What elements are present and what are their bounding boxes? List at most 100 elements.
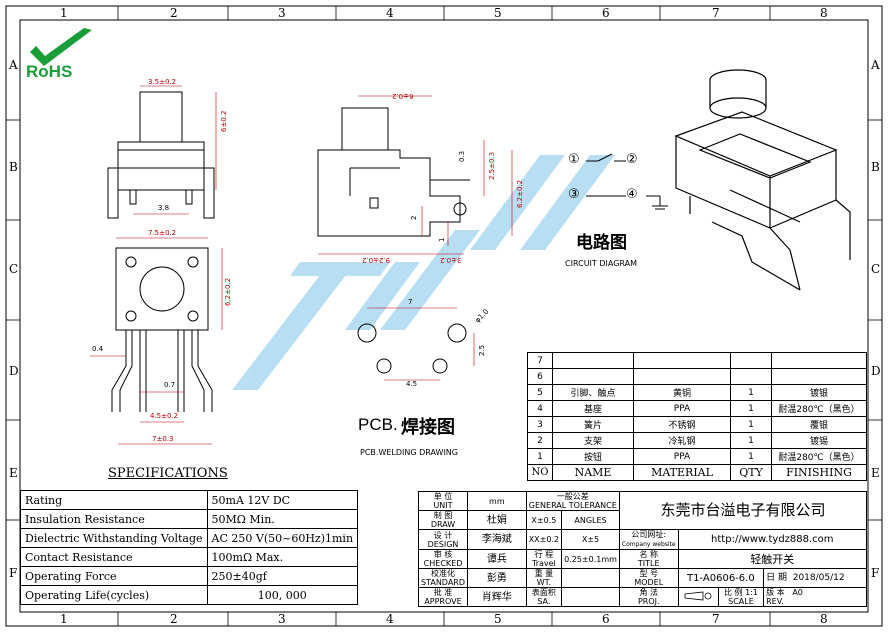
grid-row-c-right: C <box>871 262 881 276</box>
grid-col-1: 1 <box>60 6 68 20</box>
grid-ticks <box>6 6 882 626</box>
dim-lead-offset: 0.4 <box>92 345 104 353</box>
part-finishing: 耐温280℃（黑色） <box>771 448 867 465</box>
grid-col-1-bottom: 1 <box>60 612 68 626</box>
grid-row-a-right: A <box>871 58 880 72</box>
dim-side-h2: 6.2±0.2 <box>516 179 524 208</box>
part-finishing: 镀银 <box>771 384 867 401</box>
tb-company: 东莞市台溢电子有限公司 <box>618 491 868 530</box>
tb-design-value: 李海斌 <box>467 529 527 550</box>
grid-col-2-bottom: 2 <box>170 612 178 626</box>
dim-side-h1: 2.5±0.3 <box>488 151 496 180</box>
spec-row: Operating Life(cycles)100, 000 <box>20 585 359 605</box>
grid-row-c: C <box>9 262 19 276</box>
grid-row-d: D <box>9 364 19 378</box>
pcb-layout <box>357 323 467 374</box>
tb-approve-value: 肖辉华 <box>467 587 527 607</box>
grid-col-5-bottom: 5 <box>494 612 502 626</box>
tb-date: 日 期 2018/05/12 <box>763 568 867 588</box>
header-no: NO <box>527 464 553 481</box>
dim-side-len2: 3±0.2 <box>440 256 462 264</box>
grid-col-8: 8 <box>820 6 828 20</box>
tb-unit-value: mm <box>467 491 527 511</box>
circuit-subtitle: CIRCUIT DIAGRAM <box>565 259 637 268</box>
part-name: 基座 <box>552 400 634 417</box>
tb-draw-value: 杜娟 <box>467 510 527 530</box>
grid-row-e-right: E <box>871 466 880 480</box>
spec-value: 250±40gf <box>206 566 359 586</box>
grid-col-3-bottom: 3 <box>278 612 286 626</box>
table-row: 7 <box>527 352 867 369</box>
tb-travel-value: 0.25±0.1mm <box>561 549 620 569</box>
dim-side-len: 9.2±0.2 <box>362 256 391 264</box>
grid-col-2: 2 <box>170 6 178 20</box>
table-header-row: NO NAME MATERIAL QTY FINISHING <box>527 464 867 481</box>
part-finishing: 耐温280℃（黑色） <box>771 400 867 417</box>
grid-row-a: A <box>9 58 18 72</box>
part-material: 黄铜 <box>633 384 731 401</box>
grid-col-3: 3 <box>278 6 286 20</box>
header-finishing: FINISHING <box>771 464 867 481</box>
tb-website: http://www.tydz888.com <box>677 529 868 550</box>
dim-pcb-width: 7 <box>408 298 413 306</box>
part-material <box>633 352 731 369</box>
part-material: PPA <box>633 448 731 465</box>
tb-standard-value: 彭勇 <box>467 568 527 588</box>
rohs-check-icon <box>30 28 92 66</box>
grid-col-6-bottom: 6 <box>602 612 610 626</box>
dim-pcb-height: 2.5 <box>478 344 486 356</box>
spec-label: Operating Force <box>20 566 208 586</box>
part-name: 支架 <box>552 432 634 449</box>
watermark-logo <box>232 155 615 390</box>
grid-col-8-bottom: 8 <box>820 612 828 626</box>
part-material: 不锈钢 <box>633 416 731 433</box>
part-finishing: 镀锡 <box>771 432 867 449</box>
pcb-dims <box>367 307 475 381</box>
spec-value: 100mΩ Max. <box>206 547 359 567</box>
spec-label: Operating Life(cycles) <box>20 585 208 605</box>
part-no: 6 <box>527 368 553 385</box>
tb-proj-symbol-icon <box>677 587 719 607</box>
tb-tol1-a: X±0.5 <box>525 510 563 530</box>
part-no: 3 <box>527 416 553 433</box>
rohs-logo-text: RoHS <box>26 62 73 81</box>
specifications-title: SPECIFICATIONS <box>108 466 228 481</box>
dim-side-h3: 2 <box>410 215 418 220</box>
circuit-title: 电路图 <box>576 233 627 253</box>
part-finishing: 覆银 <box>771 416 867 433</box>
tb-name-value: 轻触开关 <box>677 549 868 569</box>
front-view <box>107 91 215 219</box>
top-view-dims <box>90 237 223 445</box>
dim-top-height: 6±0.2 <box>220 110 228 132</box>
dim-pcb-pitch: 4.5 <box>406 380 418 388</box>
spec-value: 50MΩ Min. <box>206 509 359 529</box>
grid-row-b: B <box>9 160 18 174</box>
part-qty <box>730 368 772 385</box>
front-view-dims <box>133 85 217 215</box>
spec-label: Insulation Resistance <box>20 509 208 529</box>
tb-tol1-b: ANGLES <box>561 510 620 530</box>
side-view <box>317 107 470 237</box>
grid-col-7-bottom: 7 <box>712 612 720 626</box>
spec-value: AC 250 V(50~60Hz)1min <box>206 528 359 548</box>
spec-value: 50mA 12V DC <box>206 490 359 510</box>
circuit-node-2: ② <box>626 152 638 167</box>
part-material <box>633 368 731 385</box>
